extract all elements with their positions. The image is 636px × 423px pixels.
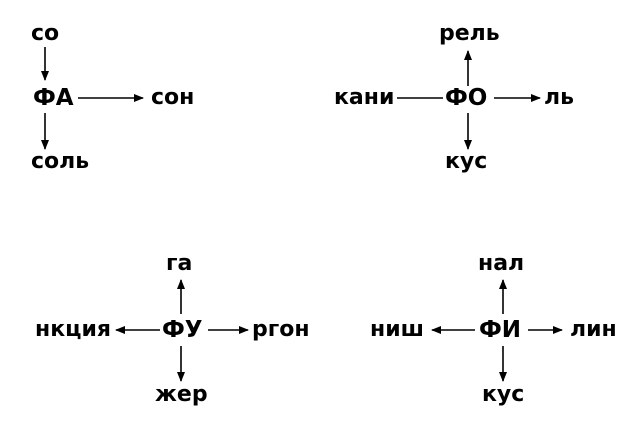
fa-right-word: сон xyxy=(151,85,195,110)
fo-left-word: кани xyxy=(334,85,395,110)
fu-bottom-word: жер xyxy=(155,382,208,407)
fa-top-word: со xyxy=(31,21,60,46)
fo-top-word: рель xyxy=(439,21,500,46)
fu-left-word: нкция xyxy=(35,317,111,342)
fu-right-word: ргон xyxy=(252,317,310,342)
fu-top-word: га xyxy=(166,251,193,276)
fo-right-word: ль xyxy=(544,85,575,110)
fi-right-word: лин xyxy=(570,317,617,342)
fo-bottom-word: кус xyxy=(445,149,488,174)
fa-center-syllable: ФА xyxy=(33,85,74,111)
fu-center-syllable: ФУ xyxy=(162,317,203,343)
fo-center-syllable: ФО xyxy=(445,85,488,111)
fi-bottom-word: кус xyxy=(482,382,525,407)
fa-bottom-word: соль xyxy=(31,149,90,174)
fi-top-word: нал xyxy=(478,251,525,276)
fi-left-word: ниш xyxy=(370,317,424,342)
fi-center-syllable: ФИ xyxy=(479,317,522,343)
